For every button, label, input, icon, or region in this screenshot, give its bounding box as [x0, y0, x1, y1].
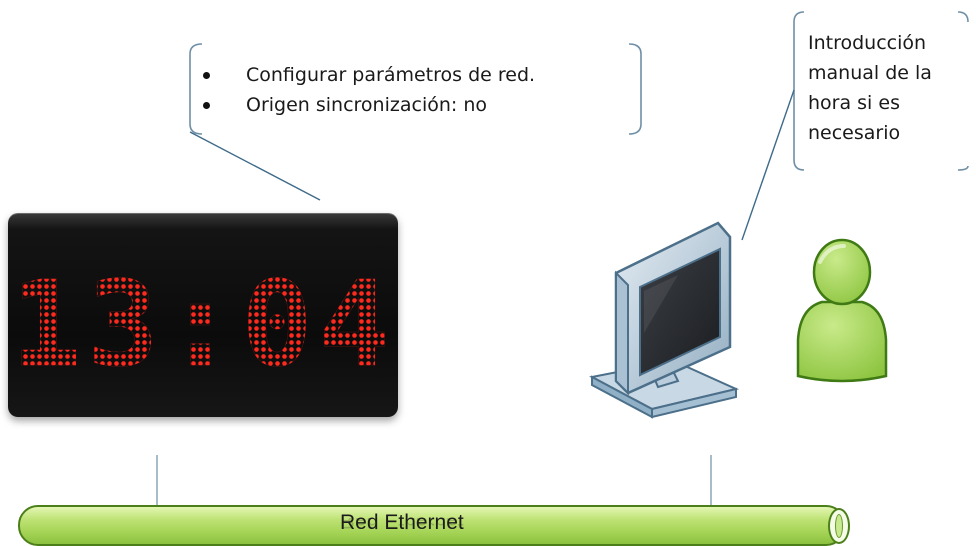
computer-monitor-icon [589, 221, 740, 419]
callout-config-pointer [189, 131, 321, 201]
bullet-icon [203, 71, 210, 79]
ethernet-bus [18, 505, 846, 546]
ethernet-label-reflection: Red Ethernet [340, 518, 464, 532]
ethernet-label: Red Ethernet [340, 511, 464, 534]
callout-config: Configurar parámetros de red. Origen sin… [203, 60, 623, 120]
callout-config-item: Origen sincronización: no [203, 90, 623, 120]
callout-manual-line: necesario [808, 122, 901, 144]
callout-config-item-text: Configurar parámetros de red. [246, 64, 536, 86]
callout-manual-line: Introducción [808, 32, 927, 54]
callout-config-item: Configurar parámetros de red. [203, 60, 623, 90]
led-clock: 13:04 [8, 213, 398, 417]
callout-manual-pointer [741, 89, 795, 241]
callout-manual-line: hora si es [808, 92, 900, 114]
clock-time-display: 13:04 [8, 255, 398, 394]
callout-manual-left-bracket [793, 11, 805, 171]
user-icon [796, 238, 888, 383]
ethernet-bus-end-inner [835, 514, 843, 538]
callout-manual: Introducción manual de la hora si es nec… [808, 28, 958, 148]
callout-manual-right-bracket [957, 11, 969, 23]
callout-config-item-text: Origen sincronización: no [246, 94, 487, 116]
bullet-icon [203, 101, 210, 109]
callout-config-right-bracket [628, 43, 642, 135]
callout-manual-right-bracket-bottom [957, 165, 969, 171]
callout-config-left-bracket [189, 43, 203, 135]
callout-manual-line: manual de la [808, 62, 932, 84]
